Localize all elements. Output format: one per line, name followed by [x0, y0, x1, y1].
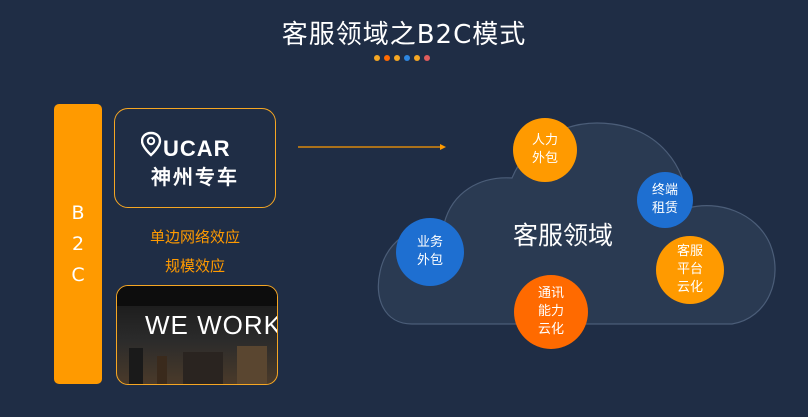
dot: [394, 55, 400, 61]
cloud-title: 客服领域: [512, 221, 613, 250]
b2c-letter: C: [71, 263, 85, 286]
dot: [384, 55, 390, 61]
arrow-icon: [298, 144, 446, 150]
bubble-label: 人力 外包: [531, 133, 558, 166]
ucar-logo-card: UCAR 神州专车: [114, 108, 276, 208]
wework-sign: WE WORK: [145, 310, 278, 340]
bubble-hr-outsourcing: 人力 外包: [513, 118, 577, 182]
effect-network: 单边网络效应: [149, 228, 240, 246]
bubble-business-outsourcing: 业务 外包: [396, 218, 464, 286]
wework-photo: WE WORK: [116, 285, 278, 385]
dot: [404, 55, 410, 61]
ucar-logo: UCAR: [141, 131, 231, 161]
b2c-letter: B: [71, 201, 85, 224]
bubble-label: 客服 平台 云化: [676, 244, 703, 295]
ucar-logo-text: UCAR: [163, 136, 231, 161]
bubble-platform-cloud: 客服 平台 云化: [656, 236, 724, 304]
b2c-label-bar: B 2 C: [54, 104, 102, 384]
location-pin-icon: [141, 131, 162, 157]
bubble-comm-cloud: 通讯 能力 云化: [514, 275, 588, 349]
page-title: 客服领域之B2C模式: [281, 20, 527, 50]
dot: [414, 55, 420, 61]
bubble-terminal-leasing: 终端 租赁: [637, 172, 693, 228]
bubble-label: 通讯 能力 云化: [537, 286, 564, 337]
dot: [424, 55, 430, 61]
bubble-label: 终端 租赁: [651, 183, 678, 216]
ucar-brand-name: 神州专车: [151, 165, 239, 189]
title-dots: [374, 55, 430, 61]
bubble-label: 业务 外包: [416, 235, 443, 268]
b2c-letter: 2: [71, 232, 85, 255]
dot: [374, 55, 380, 61]
effect-scale: 规模效应: [164, 257, 225, 275]
wework-photo-image: WE WORK: [117, 286, 278, 384]
